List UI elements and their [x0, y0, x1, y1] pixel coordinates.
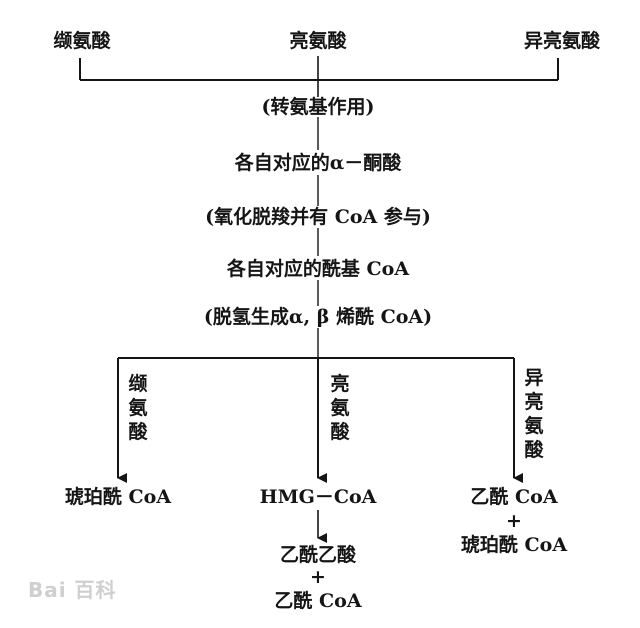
transamination-step: (转氨基作用) [261, 96, 375, 118]
hmg-coa: HMG－CoA [259, 486, 377, 508]
acetoacetate: 乙酰乙酸 [279, 544, 357, 566]
acyl-coa-step: 各自对应的酰基 CoA [226, 258, 410, 280]
leucine-label: 亮氨酸 [289, 30, 347, 52]
keto-acid-step: 各自对应的α－酮酸 [234, 152, 402, 174]
branch-isoleucine-label: 异亮氨酸 [524, 367, 544, 461]
branch-valine-label: 缬氨酸 [128, 373, 148, 443]
succinyl-coa-right: 琥珀酰 CoA [460, 534, 568, 556]
valine-label: 缬氨酸 [53, 30, 111, 52]
branch-leucine-label: 亮氨酸 [330, 373, 350, 443]
right-plus-sign: + [506, 510, 522, 532]
succinyl-coa-left: 琥珀酰 CoA [64, 486, 172, 508]
acetyl-coa-right: 乙酰 CoA [470, 486, 558, 508]
oxidative-decarboxylation-step: (氧化脱羧并有 CoA 参与) [205, 206, 431, 228]
isoleucine-label: 异亮氨酸 [523, 30, 601, 52]
dehydrogenation-step: (脱氢生成α, β 烯酰 CoA) [203, 306, 433, 328]
baidu-watermark: Bai 百科 [28, 578, 117, 602]
acetyl-coa-center: 乙酰 CoA [274, 590, 362, 612]
center-plus-sign: + [310, 566, 326, 588]
